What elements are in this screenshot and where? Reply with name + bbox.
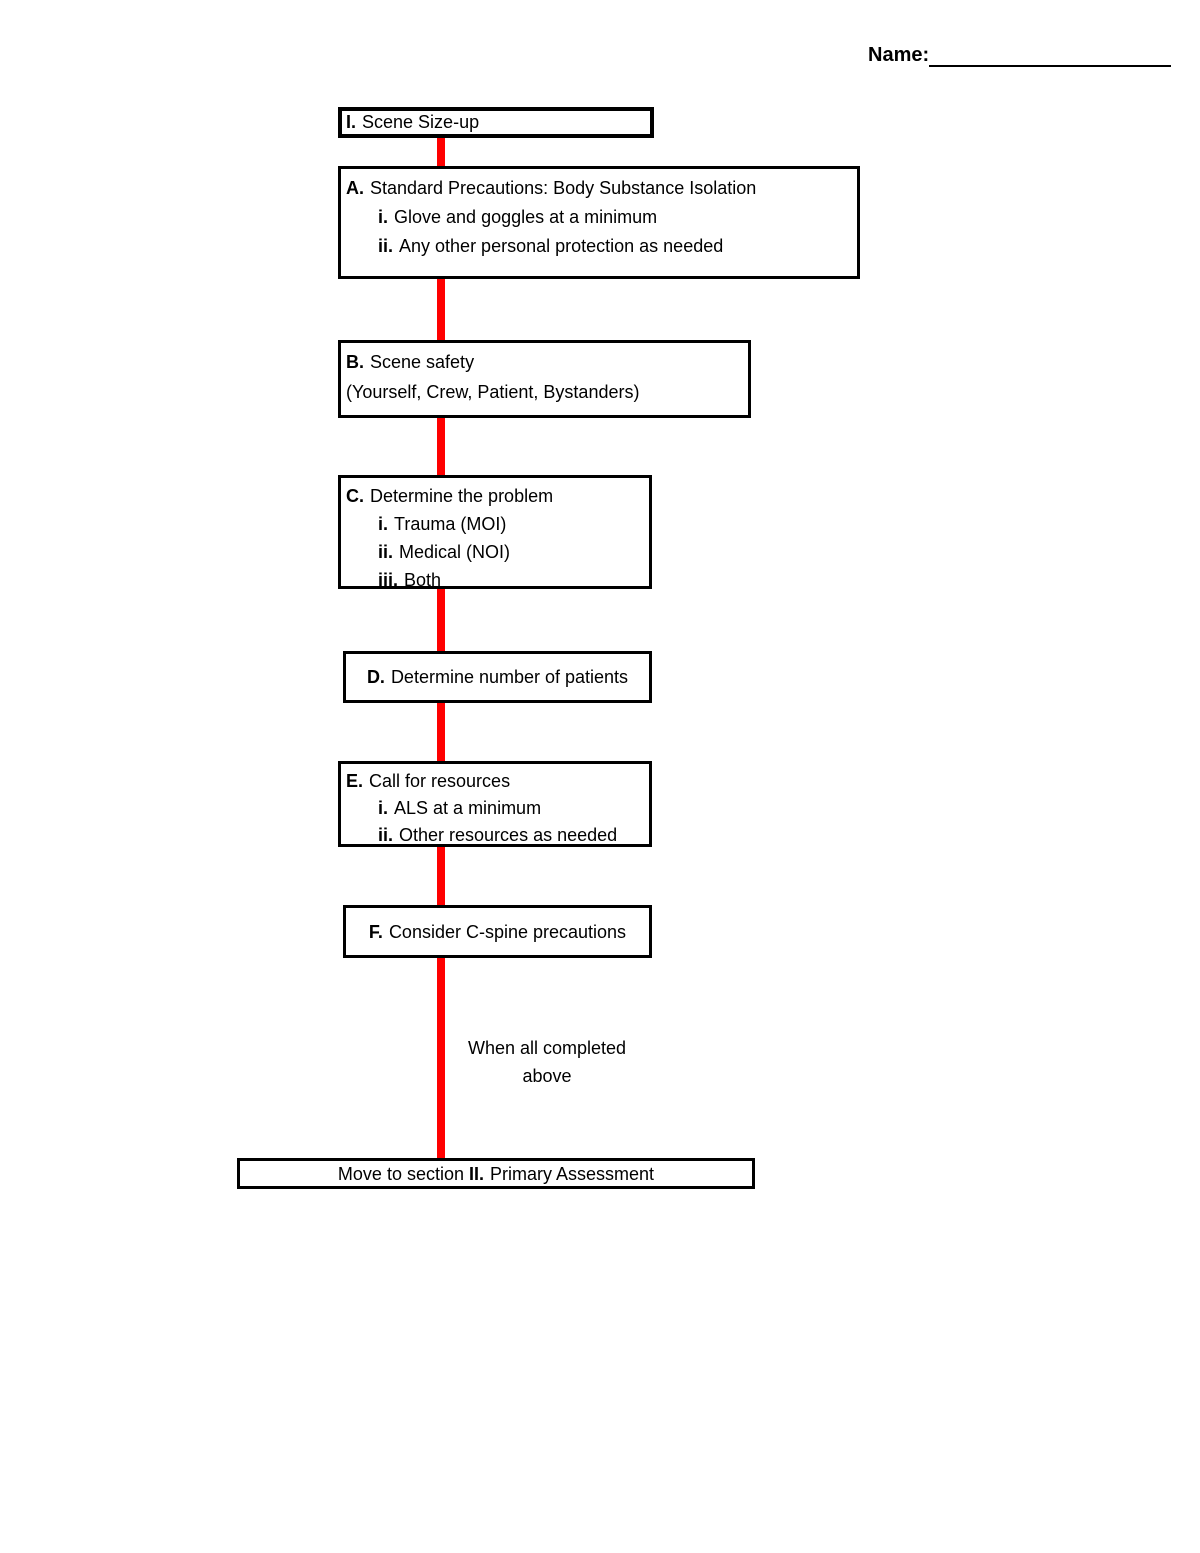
- scene-sizeup-prefix: I.: [346, 112, 357, 132]
- box-c-item-2: ii. Medical (NOI): [346, 538, 643, 566]
- box-f-prefix: F.: [368, 921, 383, 942]
- box-d-title: D.Determine number of patients: [367, 663, 628, 691]
- flow-box-move-to-primary-assessment: Move to section II. Primary Assessment: [237, 1158, 755, 1189]
- box-e-item-1: i.ALS at a minimum: [346, 795, 643, 822]
- box-f-title: F.Consider C-spine precautions: [369, 918, 626, 946]
- box-c-item-1-prefix: i.: [378, 514, 389, 534]
- flow-connector-line: [437, 130, 445, 1163]
- box-c-title-text: Determine the problem: [370, 486, 554, 506]
- box-a-item-2-prefix: ii.: [378, 236, 394, 256]
- connector-note: When all completed above: [437, 1034, 657, 1090]
- box-a-prefix: A.: [346, 178, 364, 198]
- box-b-title-text: Scene safety: [370, 352, 475, 372]
- box-d-prefix: D.: [366, 667, 385, 687]
- scene-sizeup-title: I.Scene Size-up: [346, 111, 646, 133]
- box-b-title: B. Scene safety: [346, 347, 742, 377]
- box-c-prefix: C.: [346, 486, 364, 506]
- connector-note-line-1: When all completed: [467, 1038, 627, 1058]
- box-e-item-2: ii. Other resources as needed: [346, 822, 643, 849]
- connector-note-line-2: above: [522, 1066, 572, 1086]
- flow-box-scene-sizeup: I.Scene Size-up: [338, 107, 654, 138]
- flow-box-a-standard-precautions: A. Standard Precautions: Body Substance I…: [338, 166, 860, 279]
- box-b-subtitle: (Yourself, Crew, Patient, Bystanders): [346, 382, 640, 402]
- footer-box-post: Primary Assessment: [490, 1163, 655, 1184]
- box-e-title-text: Call for resources: [369, 771, 511, 791]
- box-a-title-text: Standard Precautions: Body Substance Iso…: [370, 178, 757, 198]
- box-c-title: C. Determine the problem: [346, 482, 643, 510]
- flow-box-d-number-of-patients: D.Determine number of patients: [343, 651, 652, 703]
- box-f-title-text: Consider C-spine precautions: [388, 921, 627, 942]
- footer-box-text: Move to section II. Primary Assessment: [338, 1160, 654, 1188]
- flow-box-c-determine-problem: C. Determine the problem i.Trauma (MOI) i…: [338, 475, 652, 590]
- box-a-title: A. Standard Precautions: Body Substance I…: [346, 174, 851, 203]
- box-c-item-3-prefix: iii.: [378, 570, 399, 590]
- box-a-item-2: ii. Any other personal protection as need…: [346, 232, 851, 261]
- footer-box-section-number: II.: [469, 1163, 485, 1184]
- box-e-item-1-prefix: i.: [378, 798, 389, 818]
- box-a-item-1: i.Glove and goggles at a minimum: [346, 203, 851, 232]
- box-c-item-1-text: Trauma (MOI): [394, 514, 507, 534]
- box-e-item-2-prefix: ii.: [378, 825, 394, 845]
- box-e-item-2-text: Other resources as needed: [399, 825, 618, 845]
- box-e-title: E.Call for resources: [346, 768, 643, 795]
- box-d-title-text: Determine number of patients: [390, 667, 629, 687]
- footer-box-pre: Move to section: [337, 1163, 464, 1184]
- flow-box-e-call-for-resources: E.Call for resources i.ALS at a minimum …: [338, 761, 652, 847]
- box-a-item-2-text: Any other personal protection as needed: [399, 236, 724, 256]
- box-c-item-3: iii.Both: [346, 566, 643, 594]
- flow-box-b-scene-safety: B. Scene safety (Yourself, Crew, Patient,…: [338, 340, 751, 418]
- box-c-item-2-prefix: ii.: [378, 542, 394, 562]
- box-b-prefix: B.: [346, 352, 364, 372]
- box-a-item-1-text: Glove and goggles at a minimum: [394, 207, 658, 227]
- box-c-item-1: i.Trauma (MOI): [346, 510, 643, 538]
- name-blank-line: [929, 44, 1172, 67]
- box-e-prefix: E.: [346, 771, 364, 791]
- box-a-item-1-prefix: i.: [378, 207, 389, 227]
- flow-box-f-cspine-precautions: F.Consider C-spine precautions: [343, 905, 652, 958]
- box-c-item-3-text: Both: [404, 570, 442, 590]
- scene-sizeup-text: Scene Size-up: [362, 112, 480, 132]
- name-label: Name:: [868, 44, 930, 66]
- box-e-item-1-text: ALS at a minimum: [394, 798, 542, 818]
- name-field: Name:: [868, 44, 1172, 67]
- box-c-item-2-text: Medical (NOI): [399, 542, 511, 562]
